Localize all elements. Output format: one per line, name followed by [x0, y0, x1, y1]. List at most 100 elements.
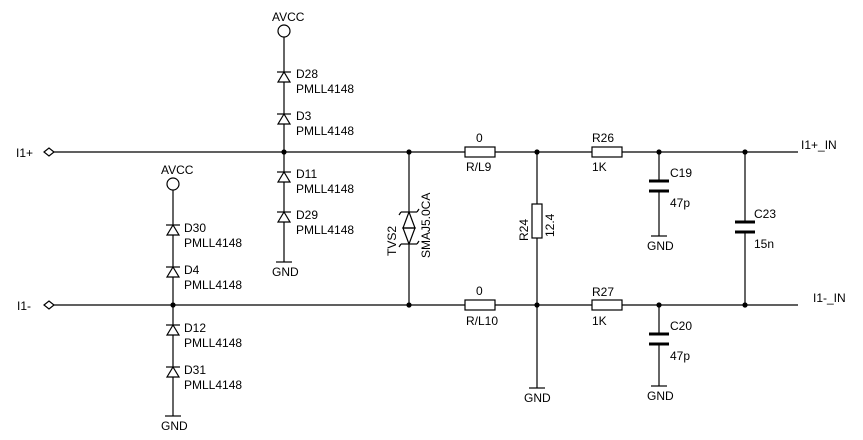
net-label: GND — [524, 391, 551, 405]
capacitor-c20[interactable]: C20 47p — [649, 319, 692, 363]
junction-dot — [170, 302, 176, 308]
part-label: PMLL4148 — [296, 182, 354, 196]
port-in-minus[interactable]: I1- — [17, 299, 55, 313]
part-label: PMLL4148 — [184, 336, 242, 350]
junction-dot — [656, 149, 662, 155]
resistor-icon — [464, 299, 496, 311]
net-label: GND — [647, 239, 674, 253]
tvs-diode-tvs2[interactable]: TVS2 SMAJ5.0CA — [385, 193, 433, 258]
part-label: PMLL4148 — [296, 82, 354, 96]
ref-label: C19 — [670, 166, 692, 180]
part-label: SMAJ5.0CA — [419, 193, 433, 258]
ref-label: R27 — [592, 285, 614, 299]
port-diamond-icon — [43, 300, 55, 310]
value-label: 0 — [476, 284, 483, 298]
part-label: PMLL4148 — [184, 236, 242, 250]
port-in-plus[interactable]: I1+ — [16, 146, 55, 160]
resistor-rl10[interactable]: 0 R/L10 — [464, 284, 498, 328]
diode-d11[interactable]: D11 PMLL4148 — [276, 167, 354, 196]
ref-label: R/L9 — [466, 160, 492, 174]
resistor-rl9[interactable]: 0 R/L9 — [464, 131, 496, 174]
gnd-symbol-r24[interactable]: GND — [524, 387, 551, 405]
part-label: PMLL4148 — [184, 278, 242, 292]
resistor-r24[interactable]: R24 12.4 — [517, 203, 557, 241]
junction-dot — [406, 149, 412, 155]
part-label: PMLL4148 — [296, 223, 354, 237]
power-circle-icon — [166, 177, 180, 191]
value-label: 12.4 — [543, 213, 557, 237]
ref-label: C20 — [670, 319, 692, 333]
net-label: GND — [161, 419, 188, 433]
capacitor-icon — [735, 220, 755, 234]
diode-d12[interactable]: D12 PMLL4148 — [165, 321, 242, 350]
port-diamond-icon — [43, 147, 55, 157]
ref-label: R26 — [592, 131, 614, 145]
value-label: 1K — [592, 160, 607, 174]
resistor-r27[interactable]: R27 1K — [591, 285, 623, 328]
net-label: AVCC — [161, 163, 194, 177]
diode-icon — [276, 112, 292, 125]
part-label: PMLL4148 — [296, 124, 354, 138]
resistor-icon — [531, 203, 543, 239]
resistor-r26[interactable]: R26 1K — [591, 131, 623, 174]
value-label: 47p — [670, 349, 690, 363]
gnd-symbol-c20[interactable]: GND — [647, 385, 674, 403]
net-wires — [54, 37, 798, 416]
avcc-top-symbol[interactable]: AVCC — [272, 10, 305, 38]
value-label: 0 — [476, 131, 483, 145]
value-label: 47p — [670, 196, 690, 210]
diode-icon — [165, 223, 181, 236]
capacitor-c19[interactable]: C19 47p — [649, 166, 692, 210]
net-label: AVCC — [272, 10, 305, 24]
junction-dot — [742, 302, 748, 308]
junctions — [170, 149, 748, 308]
gnd-symbol-c19[interactable]: GND — [647, 235, 674, 253]
diode-d28[interactable]: D28 PMLL4148 — [276, 67, 354, 96]
ref-label: D29 — [296, 208, 318, 222]
net-label: GND — [272, 265, 299, 279]
ref-label: D4 — [184, 263, 200, 277]
ref-label: D3 — [296, 109, 312, 123]
part-label: PMLL4148 — [184, 378, 242, 392]
ref-label: R/L10 — [466, 314, 498, 328]
resistor-icon — [591, 146, 623, 158]
junction-dot — [742, 149, 748, 155]
ref-label: D30 — [184, 221, 206, 235]
ref-label: D11 — [296, 167, 317, 181]
junction-dot — [534, 302, 540, 308]
port-label: I1- — [17, 299, 31, 313]
diode-d31[interactable]: D31 PMLL4148 — [165, 363, 242, 392]
resistor-icon — [464, 146, 496, 158]
diode-icon — [276, 210, 292, 223]
diode-d4[interactable]: D4 PMLL4148 — [165, 263, 242, 292]
diode-icon — [165, 265, 181, 278]
junction-dot — [406, 302, 412, 308]
junction-dot — [281, 149, 287, 155]
capacitor-c23[interactable]: C23 15n — [735, 207, 776, 251]
value-label: 1K — [592, 314, 607, 328]
diode-d29[interactable]: D29 PMLL4148 — [276, 208, 354, 237]
diode-icon — [165, 323, 181, 336]
tvs-icon — [398, 208, 420, 248]
resistor-icon — [591, 299, 623, 311]
diode-d30[interactable]: D30 PMLL4148 — [165, 221, 242, 250]
diode-icon — [276, 70, 292, 83]
ref-label: D12 — [184, 321, 206, 335]
avcc-left-symbol[interactable]: AVCC — [161, 163, 194, 191]
diode-icon — [165, 365, 181, 378]
port-out-plus-label[interactable]: I1+_IN — [801, 138, 837, 152]
diode-d3[interactable]: D3 PMLL4148 — [276, 109, 354, 138]
junction-dot — [534, 149, 540, 155]
ref-label: C23 — [754, 207, 776, 221]
ref-label: D28 — [296, 67, 318, 81]
value-label: 15n — [754, 237, 774, 251]
gnd-symbol-top[interactable]: GND — [272, 261, 299, 279]
gnd-symbol-bottom-left[interactable]: GND — [161, 415, 188, 433]
ref-label: TVS2 — [385, 226, 399, 256]
diode-icon — [276, 170, 292, 183]
port-label: I1+ — [16, 146, 33, 160]
capacitor-icon — [649, 332, 669, 346]
port-out-minus-label[interactable]: I1-_IN — [813, 291, 846, 305]
net-label: GND — [647, 389, 674, 403]
